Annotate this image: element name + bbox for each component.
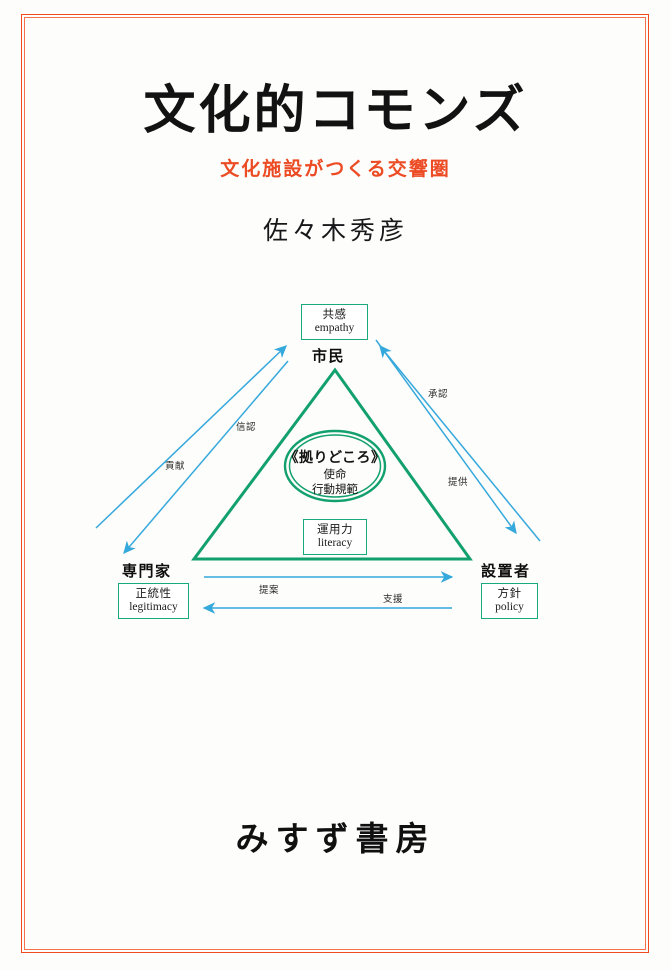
- node-box-legitimacy-jp: 正統性: [135, 586, 172, 600]
- title-block: 文化的コモンズ 文化施設がつくる交響圏 佐々木秀彦: [0, 80, 671, 247]
- node-box-policy: 方針 policy: [481, 583, 538, 620]
- node-title-experts: 専門家: [122, 562, 172, 580]
- publisher-name: みすず書房: [235, 819, 436, 858]
- core-ellipse-inner: [288, 434, 382, 498]
- edge-label-right-outer: 提供: [448, 477, 469, 488]
- diagram-vectors: [95, 339, 541, 614]
- arrow-left-inner: [123, 360, 289, 555]
- core-label: 《拠りどころ》 使命 行動規範: [260, 449, 410, 497]
- edge-label-left-outer: 貢献: [165, 461, 186, 472]
- concept-diagram: 共感 empathy 市民 専門家 正統性 legitimacy 設置者 方針 …: [0, 283, 671, 643]
- core-label-head: 《拠りどころ》: [284, 450, 386, 466]
- node-box-literacy-jp: 運用力: [317, 522, 353, 536]
- edge-label-left-inner: 信認: [236, 422, 257, 433]
- core-label-line1: 使命: [323, 467, 347, 482]
- node-box-policy-jp: 方針: [497, 586, 522, 600]
- core-label-line2: 行動規範: [312, 482, 358, 497]
- edge-label-bottom-top: 提案: [259, 585, 280, 596]
- node-box-legitimacy: 正統性 legitimacy: [118, 583, 189, 620]
- arrow-right-outer: [375, 339, 517, 535]
- node-box-empathy-jp: 共感: [322, 307, 347, 321]
- node-box-literacy: 運用力 literacy: [303, 519, 367, 556]
- book-author: 佐々木秀彦: [262, 216, 408, 246]
- book-title: 文化的コモンズ: [143, 80, 528, 141]
- arrow-left-outer: [95, 345, 287, 529]
- node-box-legitimacy-en: legitimacy: [129, 600, 178, 613]
- book-subtitle: 文化施設がつくる交響圏: [220, 158, 451, 181]
- core-ellipse-outer: [283, 429, 387, 503]
- edge-label-right-inner: 承認: [428, 389, 449, 400]
- node-box-empathy-en: empathy: [314, 321, 355, 334]
- green-triangle: [191, 367, 473, 561]
- node-title-founders: 設置者: [481, 562, 531, 580]
- node-box-literacy-en: literacy: [317, 536, 353, 549]
- node-title-citizens: 市民: [312, 347, 346, 365]
- edge-label-bottom-bottom: 支援: [383, 594, 404, 605]
- node-box-empathy: 共感 empathy: [301, 304, 368, 341]
- arrow-right-inner: [379, 344, 541, 542]
- node-box-policy-en: policy: [495, 600, 524, 613]
